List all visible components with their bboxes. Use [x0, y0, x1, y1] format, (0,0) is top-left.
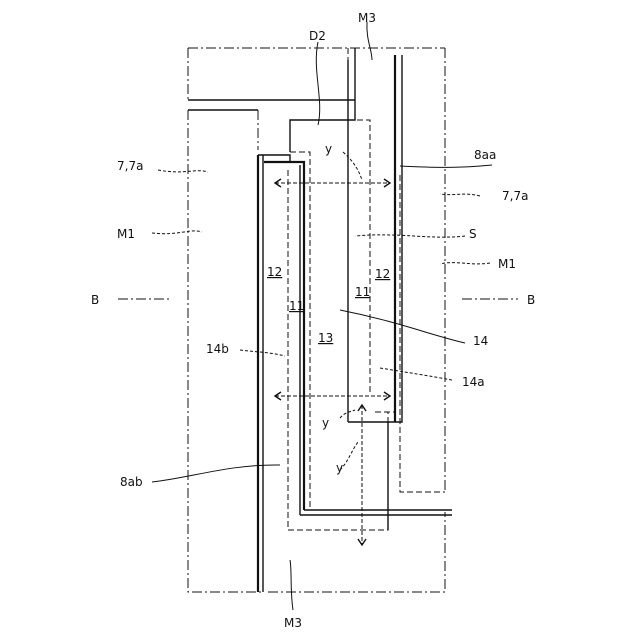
dimension-arrows — [275, 179, 390, 545]
label-14a: 14a — [462, 375, 485, 389]
label-7-7a-left: 7,7a — [117, 159, 143, 173]
label-12-left: 12 — [267, 265, 282, 279]
label-m1-left: M1 — [117, 227, 135, 241]
label-8aa: 8aa — [474, 148, 496, 162]
label-11-right: 11 — [355, 285, 370, 299]
m3-strip — [290, 48, 402, 422]
label-14b: 14b — [206, 342, 229, 356]
label-8ab: 8ab — [120, 475, 143, 489]
label-7-7a-right: 7,7a — [502, 189, 528, 203]
label-13: 13 — [318, 331, 333, 345]
left-electrode — [258, 155, 452, 592]
label-m3-top: M3 — [358, 11, 376, 25]
label-12-right: 12 — [375, 267, 390, 281]
label-m1-right: M1 — [498, 257, 516, 271]
label-y-top: y — [325, 142, 332, 156]
label-y-low: y — [336, 461, 343, 475]
label-14: 14 — [473, 334, 488, 348]
label-s: S — [469, 227, 477, 241]
label-b-right: B — [527, 293, 535, 307]
reference-labels: M3 D2 y 7,7a 8aa 7,7a M1 S M1 12 12 11 B… — [91, 11, 535, 630]
label-y-mid: y — [322, 416, 329, 430]
right-lower-region — [388, 175, 445, 530]
label-b-left: B — [91, 293, 99, 307]
label-11-left: 11 — [289, 299, 304, 313]
label-m3-bottom: M3 — [284, 616, 302, 630]
label-d2: D2 — [309, 29, 326, 43]
